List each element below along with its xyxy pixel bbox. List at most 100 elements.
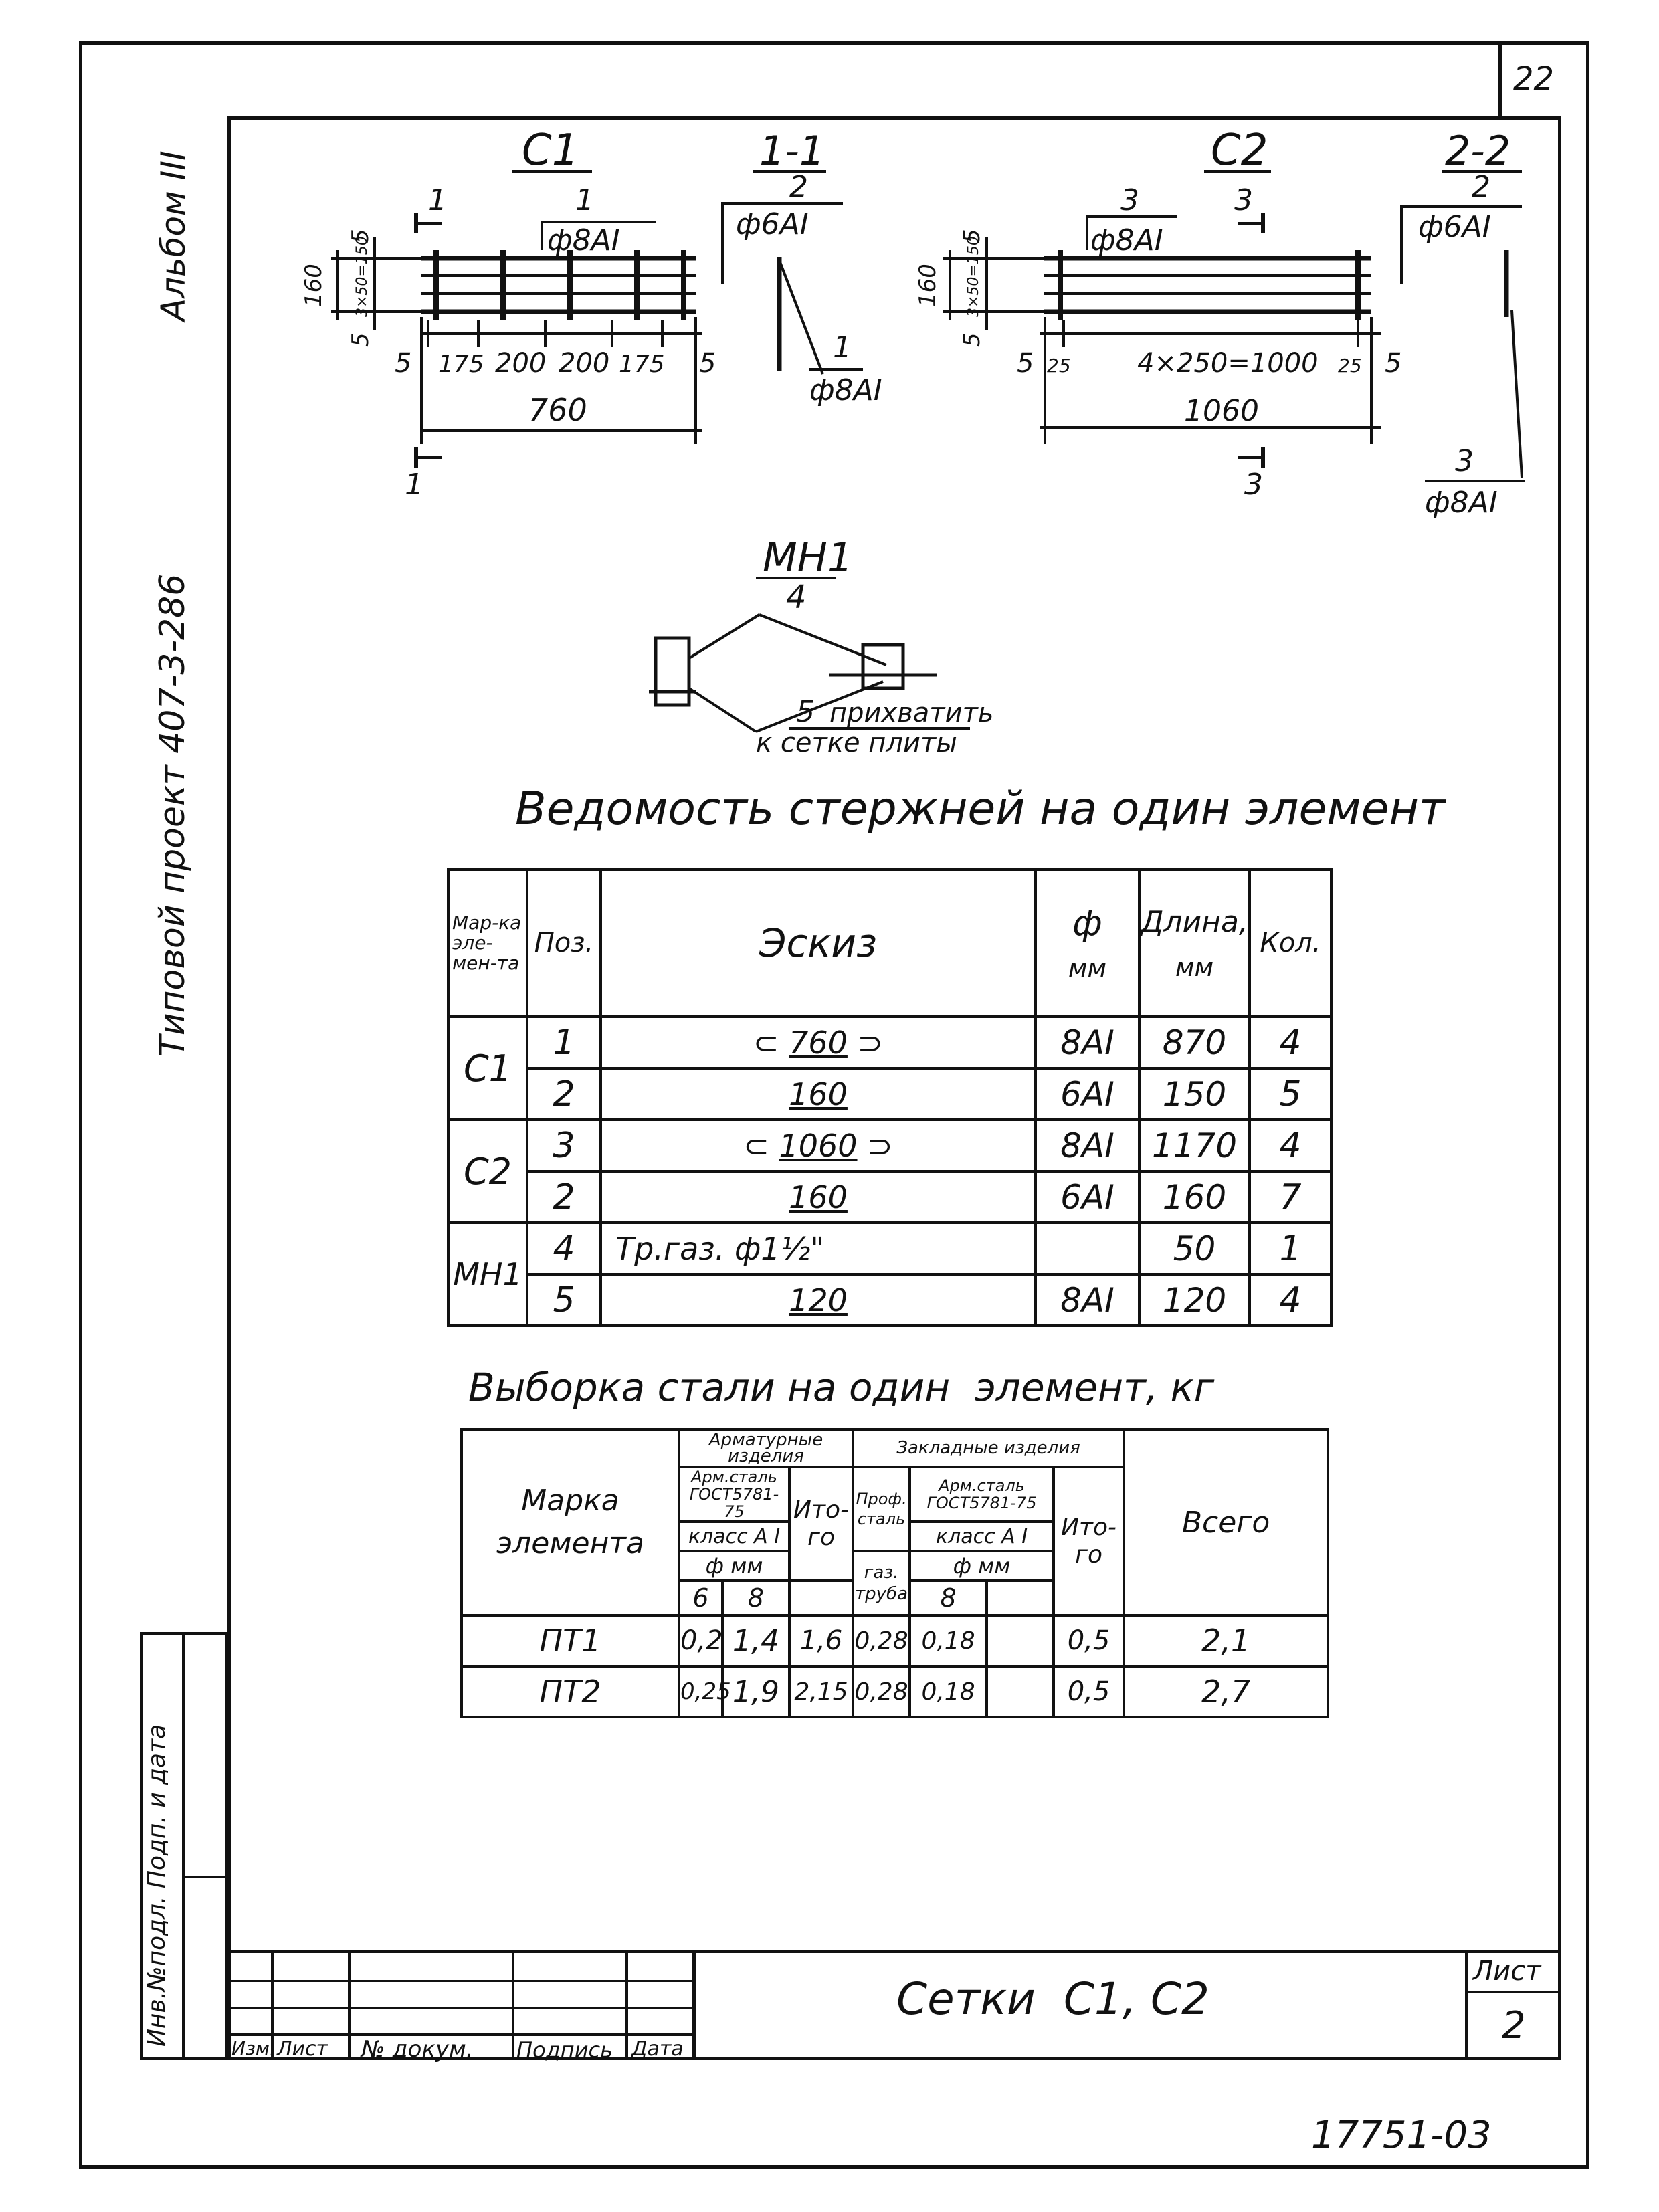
c1-pos1-bar: ф8АI xyxy=(547,223,620,258)
steel-table-title: Выборка стали на один элемент, кг xyxy=(468,1365,1215,1410)
steel-header-dia: ф мм xyxy=(678,1550,791,1582)
steel-header-blank-2 xyxy=(985,1579,1056,1617)
tb-label-izm: Изм. xyxy=(231,2037,276,2059)
bars-row-2-qty: 4 xyxy=(1248,1118,1333,1173)
bars-header-len-label: Длина, xyxy=(1141,904,1248,939)
steel-row-0-a6: 0,2 xyxy=(678,1614,724,1668)
steel-row-0-mark: ПТ1 xyxy=(460,1614,680,1668)
mn1-note-line2: к сетке плиты xyxy=(756,728,957,759)
stamp-label: Инв.№подл. Подп. и дата xyxy=(143,1724,171,2047)
bars-header-dia-symbol: ф xyxy=(1072,904,1102,944)
bars-header-sketch: Эскиз xyxy=(599,868,1037,1018)
c1-dim-inner: 3×50=150 xyxy=(354,236,371,317)
tb-label-date: Дата xyxy=(631,2037,684,2061)
bars-row-0-len: 870 xyxy=(1138,1015,1251,1070)
stamp-strip xyxy=(140,1632,227,2060)
outer-frame xyxy=(79,41,1589,2169)
steel-header-armature: Арматурные изделия xyxy=(677,1428,855,1468)
c2-pos3-label: 3 xyxy=(1120,183,1139,217)
steel-header-emb-total: Ито-го xyxy=(1052,1466,1126,1617)
bars-row-1-qty: 5 xyxy=(1248,1067,1333,1121)
bars-header-dia-unit: мм xyxy=(1068,953,1107,983)
steel-row-1-e8: 0,18 xyxy=(908,1665,989,1718)
c1-title: С1 xyxy=(522,126,579,175)
bars-row-1-pos: 2 xyxy=(526,1067,602,1121)
mn1-note-pos: 5 xyxy=(796,695,815,729)
steel-row-1-a8: 1,9 xyxy=(721,1665,791,1718)
c2-dim-5-bottom: 5 xyxy=(959,332,985,347)
bars-row-5-qty: 4 xyxy=(1248,1273,1333,1327)
mn1-pos: 4 xyxy=(786,579,807,616)
bars-header-dia: ф мм xyxy=(1034,868,1141,1018)
inner-frame xyxy=(227,116,1561,2060)
steel-header-mark: Марка элемента xyxy=(460,1428,680,1617)
bars-row-0-hook-right: ⊃ xyxy=(857,1024,884,1061)
bars-header-qty: Кол. xyxy=(1248,868,1333,1018)
section-1-1-pos2: 2 xyxy=(789,170,808,204)
top-sheet-number-box xyxy=(1498,41,1589,116)
title-block: Изм. Лист № докум. Подпись Дата Сетки С1… xyxy=(227,1950,1561,2063)
bars-row-1-len: 150 xyxy=(1138,1067,1251,1121)
steel-header-d8: 8 xyxy=(721,1579,791,1617)
c2-dim-b1: 25 xyxy=(1047,355,1071,377)
tb-sheet-label: Лист xyxy=(1473,1956,1541,1987)
section-2-2-pos3: 3 xyxy=(1455,444,1474,478)
bars-row-5-sketch: 120 xyxy=(599,1273,1037,1327)
section-1-1-pos2-bar: ф6АI xyxy=(736,207,809,241)
bars-row-2-dia: 8АI xyxy=(1034,1118,1141,1173)
bars-row-3-dia: 6АI xyxy=(1034,1170,1141,1224)
steel-header-arm-steel-2: Арм.сталь ГОСТ5781-75 xyxy=(908,1466,1056,1523)
steel-header-arm-total: Ито-го xyxy=(787,1466,855,1582)
drawings-svg: С1 1 ф8АI 1 1 160 3×50=150 5 5 5 175 200… xyxy=(300,126,1525,759)
steel-header-arm-steel: Арм.сталь ГОСТ5781-75 xyxy=(678,1466,791,1523)
bars-row-0-sketch: ⊂ 760 ⊃ xyxy=(599,1015,1037,1070)
bars-row-0-pos: 1 xyxy=(526,1015,602,1070)
bars-row-3-pos: 2 xyxy=(526,1170,602,1224)
c1-dim-5-top: 5 xyxy=(347,229,374,243)
steel-header-d8b: 8 xyxy=(908,1579,989,1617)
tb-label-doc: № докум. xyxy=(361,2036,474,2063)
steel-row-1-et: 0,5 xyxy=(1052,1665,1126,1718)
c1-dim-b3: 200 xyxy=(559,348,609,379)
c2-dim-total: 1060 xyxy=(1184,394,1259,428)
c1-dim-b2: 200 xyxy=(495,348,546,379)
steel-table: Марка элемента Арматурные изделия Заклад… xyxy=(460,1428,1330,1718)
tb-sheet-box xyxy=(1465,1953,1561,2060)
steel-row-0-e8: 0,18 xyxy=(908,1614,989,1668)
section-1-1-pos1-bar: ф8АI xyxy=(809,373,882,407)
section-2-2-pos2: 2 xyxy=(1472,170,1490,204)
bars-row-4-dia xyxy=(1034,1221,1141,1276)
steel-row-1-empty xyxy=(985,1665,1056,1718)
section-1-1-title: 1-1 xyxy=(759,128,825,175)
steel-header-blank xyxy=(787,1579,855,1617)
bars-row-0-qty: 4 xyxy=(1248,1015,1333,1070)
c2-dim-height: 160 xyxy=(914,264,941,307)
steel-header-prof: Проф. сталь xyxy=(852,1466,912,1552)
steel-header-grand: Всего xyxy=(1123,1428,1330,1617)
steel-row-0-at: 1,6 xyxy=(787,1614,855,1668)
steel-row-0-gas: 0,28 xyxy=(852,1614,912,1668)
steel-row-0-all: 2,1 xyxy=(1123,1614,1330,1668)
steel-header-class: класс А I xyxy=(678,1520,791,1552)
bars-row-1-sketch: 160 xyxy=(599,1067,1037,1121)
c2-dim-b0: 5 xyxy=(1017,348,1034,379)
bars-row-4-qty: 1 xyxy=(1248,1221,1333,1276)
bars-row-5-len: 120 xyxy=(1138,1273,1251,1327)
bars-row-0-hook-left: ⊂ xyxy=(753,1024,779,1061)
c1-dim-b5: 5 xyxy=(699,348,716,379)
bars-row-4-pos: 4 xyxy=(526,1221,602,1276)
bars-row-0-mark: С1 xyxy=(447,1015,528,1121)
bars-row-2-pos: 3 xyxy=(526,1118,602,1173)
mn1-title: МН1 xyxy=(763,534,853,581)
steel-row-1-a6: 0,25 xyxy=(678,1665,731,1718)
steel-header-d6: 6 xyxy=(678,1579,724,1617)
c2-dim-b3: 25 xyxy=(1338,355,1362,377)
bars-row-1-dia: 6АI xyxy=(1034,1067,1141,1121)
bars-row-2-len: 1170 xyxy=(1138,1118,1251,1173)
steel-row-1-at: 2,15 xyxy=(787,1665,855,1718)
bars-row-4-len: 50 xyxy=(1138,1221,1251,1276)
steel-header-gas: газ. труба xyxy=(852,1550,912,1617)
c2-cut-label-bottom: 3 xyxy=(1244,468,1263,502)
section-2-2-pos3-bar: ф8АI xyxy=(1425,486,1498,520)
steel-header-class-2: класс А I xyxy=(908,1520,1056,1552)
